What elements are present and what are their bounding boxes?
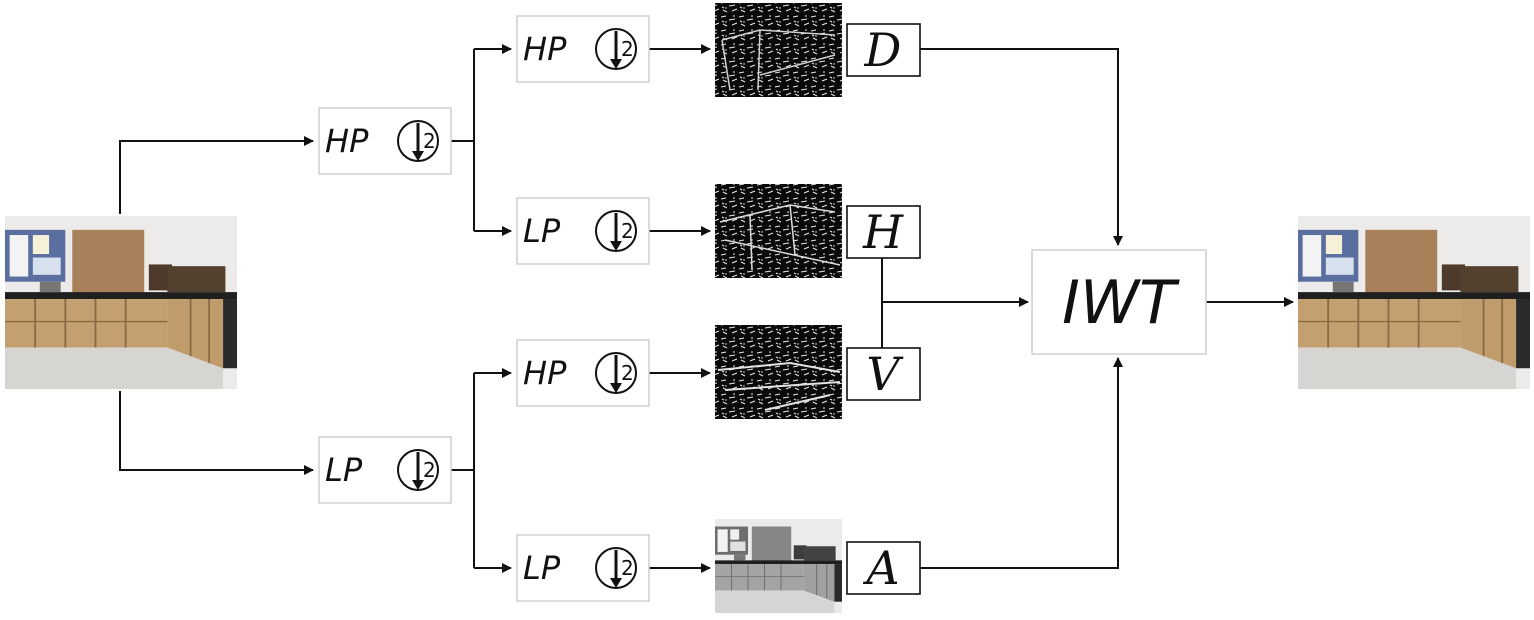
- filter-box-stage1-top: HP 2: [318, 107, 452, 175]
- downsample-icon: 2: [595, 210, 637, 252]
- connectors: [119, 44, 1294, 573]
- subband-label: H: [862, 205, 904, 259]
- input-image: [5, 216, 237, 389]
- filter-label: LP: [325, 451, 363, 489]
- output-image: [1298, 216, 1530, 389]
- subband-box-v: V: [846, 347, 921, 401]
- downsample-factor: 2: [621, 556, 634, 580]
- subband-label: V: [866, 347, 904, 401]
- downsample-icon: 2: [595, 28, 637, 70]
- downsample-factor: 2: [621, 37, 634, 61]
- filter-box-stage1-bottom: LP 2: [318, 436, 452, 504]
- downsample-factor: 2: [423, 129, 436, 153]
- subband-image-v: [715, 325, 842, 419]
- filter-label: HP: [325, 122, 369, 160]
- subband-image-a: [715, 519, 842, 613]
- downsample-icon: 2: [595, 352, 637, 394]
- subband-label: A: [862, 541, 899, 595]
- subband-box-a: A: [846, 541, 921, 595]
- downsample-factor: 2: [423, 458, 436, 482]
- filter-label: HP: [523, 354, 567, 392]
- downsample-icon: 2: [595, 547, 637, 589]
- subband-image-h: [715, 184, 842, 278]
- downsample-icon: 2: [397, 449, 439, 491]
- filter-label: LP: [523, 212, 561, 250]
- iwt-block: IWT: [1031, 249, 1207, 355]
- downsample-factor: 2: [621, 219, 634, 243]
- filter-box-stage2-d: HP 2: [516, 15, 650, 83]
- downsample-factor: 2: [621, 361, 634, 385]
- filter-label: LP: [523, 549, 561, 587]
- filter-box-stage2-h: LP 2: [516, 197, 650, 265]
- subband-box-d: D: [846, 23, 921, 77]
- subband-label: D: [864, 23, 902, 77]
- downsample-icon: 2: [397, 120, 439, 162]
- filter-box-stage2-v: HP 2: [516, 339, 650, 407]
- subband-box-h: H: [846, 205, 921, 259]
- filter-box-stage2-a: LP 2: [516, 534, 650, 602]
- iwt-label: IWT: [1062, 268, 1180, 338]
- filter-label: HP: [523, 30, 567, 68]
- subband-image-d: [715, 3, 842, 97]
